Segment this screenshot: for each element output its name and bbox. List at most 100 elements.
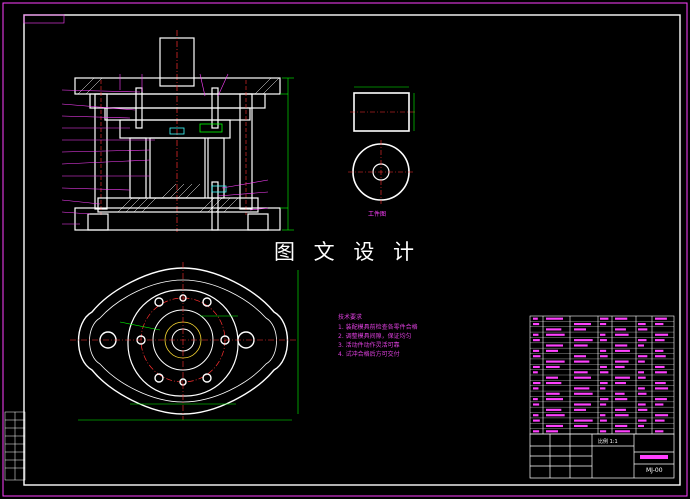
title-block-drawing-number: MJ-00 bbox=[646, 467, 663, 474]
parts-list-cell-mark bbox=[615, 408, 626, 411]
parts-list-cell-mark bbox=[533, 381, 541, 385]
front-section-view bbox=[74, 30, 281, 232]
corner-tab bbox=[23, 14, 65, 24]
parts-list-cell-mark bbox=[546, 381, 562, 385]
front-dimensions bbox=[280, 77, 294, 231]
parts-list-cell-mark bbox=[615, 360, 629, 363]
parts-list-cell-mark bbox=[615, 430, 630, 433]
plan-centerlines bbox=[70, 262, 296, 420]
parts-list-cell-mark bbox=[574, 424, 588, 428]
parts-list-cell-mark bbox=[546, 344, 563, 347]
parts-list-cell-mark bbox=[533, 317, 538, 320]
parts-list-cell-mark bbox=[638, 424, 644, 428]
workpiece-side-view bbox=[350, 92, 415, 132]
parts-list-cell-mark bbox=[574, 344, 588, 347]
parts-list-cell-mark bbox=[533, 419, 540, 422]
parts-list-cell-mark bbox=[615, 349, 630, 352]
parts-list-cell-mark bbox=[600, 414, 606, 417]
parts-list-cell-mark bbox=[600, 339, 607, 342]
parts-list-cell-mark bbox=[533, 398, 538, 401]
parts-list-cell-mark bbox=[533, 349, 540, 352]
parts-list-cell-mark bbox=[655, 333, 669, 336]
parts-list-cell-mark bbox=[574, 322, 591, 326]
inner-frame bbox=[23, 14, 681, 486]
parts-list-cell-mark bbox=[600, 398, 609, 401]
parts-list-cell-mark bbox=[546, 414, 565, 417]
parts-list-cell-mark bbox=[600, 419, 607, 422]
parts-list-cell-mark bbox=[533, 387, 539, 390]
parts-list-cell-mark bbox=[655, 430, 664, 433]
technical-note-item: 1. 装配模具前检查各零件合格 bbox=[338, 324, 418, 331]
parts-list-cell-mark bbox=[546, 424, 563, 428]
parts-list-cell-mark bbox=[546, 360, 565, 363]
parts-list-cell-mark bbox=[600, 365, 607, 369]
parts-list-cell-mark bbox=[600, 349, 607, 352]
workpiece-caption: 工件图 bbox=[368, 211, 387, 218]
parts-list-entries bbox=[533, 317, 669, 433]
parts-list-cell-mark bbox=[655, 419, 665, 422]
part-callouts bbox=[61, 73, 269, 225]
parts-list-cell-mark bbox=[638, 371, 644, 374]
watermark: 图 文 设 计 bbox=[262, 232, 432, 270]
parts-list-cell-mark bbox=[533, 371, 538, 374]
parts-list-cell-mark bbox=[615, 344, 628, 347]
parts-list-cell-mark bbox=[655, 414, 669, 417]
parts-list-cell-mark bbox=[638, 403, 646, 406]
parts-list-cell-mark bbox=[638, 360, 645, 363]
parts-list-cell-mark bbox=[533, 414, 539, 417]
parts-list-cell-mark bbox=[655, 317, 667, 320]
parts-list-cell-mark bbox=[546, 365, 560, 369]
parts-list-cell-mark bbox=[638, 387, 645, 390]
parts-list-cell-mark bbox=[615, 392, 625, 395]
parts-list-cell-mark bbox=[600, 381, 608, 385]
parts-list-cell-mark bbox=[638, 419, 647, 422]
parts-list-cell-mark bbox=[638, 339, 647, 342]
technical-note-item: 4. 试冲合格后方可交付 bbox=[338, 351, 400, 358]
parts-list-cell-mark bbox=[615, 317, 628, 320]
parts-list-cell-mark bbox=[574, 360, 590, 363]
parts-list-cell-mark bbox=[638, 408, 648, 411]
parts-list-cell-mark bbox=[655, 322, 664, 326]
parts-list-cell-mark bbox=[533, 365, 540, 369]
parts-list-cell-mark bbox=[574, 376, 591, 379]
parts-list-cell-mark bbox=[574, 419, 593, 422]
parts-list-cell-mark bbox=[533, 403, 540, 406]
parts-list-cell-mark bbox=[638, 328, 648, 331]
parts-list-cell-mark bbox=[638, 376, 646, 379]
parts-list-cell-mark bbox=[533, 355, 541, 358]
parts-list-cell-mark bbox=[574, 387, 590, 390]
parts-list-cell-mark bbox=[655, 365, 665, 369]
parts-list-cell-mark bbox=[574, 355, 586, 358]
parts-list-cell-mark bbox=[615, 376, 630, 379]
parts-list-cell-mark bbox=[600, 333, 606, 336]
parts-list-cell-mark bbox=[638, 355, 648, 358]
parts-list-cell-mark bbox=[615, 381, 626, 385]
parts-list-cell-mark bbox=[574, 339, 593, 342]
parts-list-cell-mark bbox=[655, 371, 667, 374]
parts-list-rows bbox=[530, 321, 674, 429]
parts-list-cell-mark bbox=[655, 355, 666, 358]
technical-notes-title: 技术要求 bbox=[338, 314, 363, 321]
technical-notes: 技术要求 1. 装配模具前检查各零件合格 2. 调整模具间隙，保证均匀 3. 活… bbox=[338, 313, 418, 359]
parts-list-cell-mark bbox=[600, 317, 609, 320]
parts-list-cell-mark bbox=[638, 392, 647, 395]
parts-list-cell-mark bbox=[546, 333, 565, 336]
parts-list-cell-mark bbox=[546, 430, 558, 433]
parts-list-cell-mark bbox=[600, 430, 607, 433]
parts-list-cell-mark bbox=[574, 403, 591, 406]
parts-list-cell-mark bbox=[615, 414, 629, 417]
workpiece-dimensions bbox=[354, 86, 415, 131]
parts-list-cell-mark bbox=[600, 371, 609, 374]
parts-list-cell-mark bbox=[546, 376, 558, 379]
parts-list-cell-mark bbox=[574, 392, 593, 395]
parts-list-cell-mark bbox=[574, 408, 586, 411]
parts-list-cell-mark bbox=[600, 387, 606, 390]
parts-list-cell-mark bbox=[600, 403, 607, 406]
parts-list-cell-mark bbox=[615, 398, 628, 401]
title-block-scale: 比例 1:1 bbox=[598, 439, 618, 445]
parts-list-cell-mark bbox=[533, 333, 539, 336]
parts-list-cell-mark bbox=[655, 339, 665, 342]
parts-list-cell-mark bbox=[533, 339, 540, 342]
